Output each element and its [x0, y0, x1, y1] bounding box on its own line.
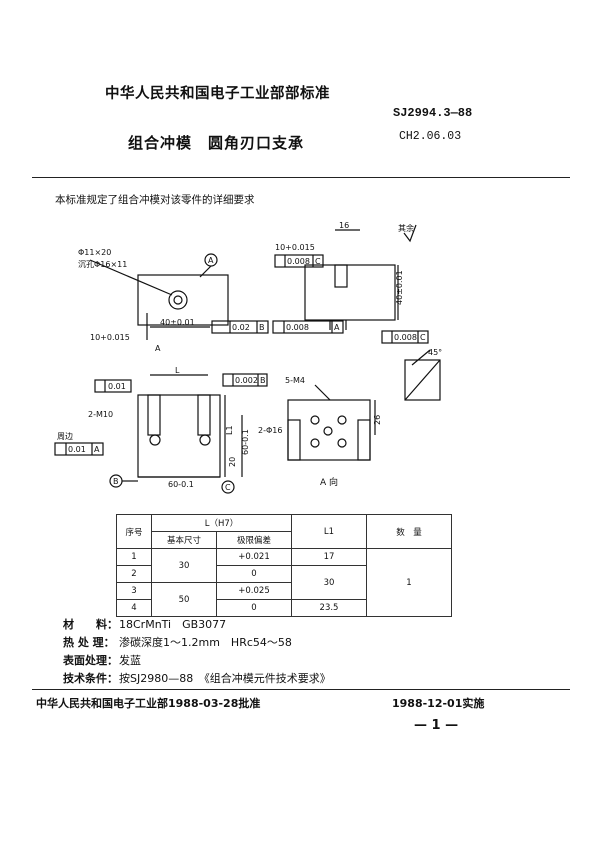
flat1-label: 0.008: [287, 257, 310, 266]
arrow-a-label: A: [155, 344, 161, 353]
m10-label: 2-M10: [88, 410, 113, 419]
flat2-value: 0.02: [232, 323, 250, 332]
spec-label: 热 处 理：: [63, 636, 115, 649]
spec-value: 渗碳深度1～1.2mm HRc54～58: [119, 636, 292, 649]
spec-material: 材 料：18CrMnTi GB3077: [63, 616, 226, 632]
dim-26-label: 26: [373, 415, 382, 425]
row-l1: 23.5: [291, 599, 367, 617]
col-header-l: L（H7）: [151, 514, 292, 532]
standard-number: SJ2994.3—88: [393, 106, 473, 120]
table-row: 4 0 23.5: [116, 599, 452, 617]
col-header-base: 基本尺寸: [151, 531, 217, 549]
table-row: 3 50 +0.025: [116, 582, 452, 617]
approval-text: 中华人民共和国电子工业部1988-03-28批准: [36, 697, 261, 710]
h20-label: 20: [228, 457, 237, 467]
top-view-block: [137, 274, 229, 326]
col-header-no: 序号: [116, 514, 152, 549]
table-row: 2 0 30: [116, 565, 452, 600]
row-tol: +0.021: [216, 548, 292, 566]
col-header-qty: 数 量: [366, 514, 452, 549]
datum-b-label: B: [113, 477, 119, 486]
h40-label: 40±0.01: [395, 270, 404, 305]
flat3-ref: A: [334, 323, 340, 332]
technical-drawing: Φ11×20 沉孔Φ16×11 A 其余 16 10+0.015 0.008 C…: [54, 221, 442, 494]
flat2-ref: B: [259, 323, 265, 332]
spec-label: 表面处理：: [63, 654, 118, 667]
m4-label: 5-M4: [285, 376, 305, 385]
perp-value: 0.002: [235, 376, 258, 385]
page-title: 组合冲模 圆角刃口支承: [128, 134, 305, 152]
spec-value: 18CrMnTi GB3077: [119, 618, 227, 631]
h40b-label: 40±0.01: [160, 318, 195, 327]
hole-label: Φ11×20: [78, 248, 111, 257]
row-qty: 1: [366, 548, 452, 617]
row-no: 3: [116, 582, 152, 600]
row-no: 4: [116, 599, 152, 617]
h60-label: 60-0.1: [241, 429, 250, 455]
org-standard-heading: 中华人民共和国电子工业部部标准: [105, 86, 330, 102]
l1-label: L1: [225, 425, 234, 435]
row-no: 1: [116, 548, 152, 566]
col-header-l1: L1: [291, 514, 367, 549]
col-header-tol: 极限偏差: [216, 531, 292, 549]
effective-date: 1988-12-01实施: [392, 697, 485, 710]
perp-bottom-label: 周边: [57, 431, 73, 441]
view-a-label: A 向: [320, 476, 338, 488]
counterbore-label: 沉孔Φ16×11: [78, 260, 127, 269]
flat1-ref: C: [315, 257, 321, 266]
row-base: 30: [151, 548, 217, 583]
dimension-table: 序号 L（H7） L1 数 量 基本尺寸 极限偏差 1 30 +0.021 17…: [116, 514, 452, 617]
row-base: 50: [151, 582, 217, 617]
roughness-label: 其余: [398, 223, 414, 233]
row-l1: 30: [291, 565, 367, 600]
row-l1: 17: [291, 548, 367, 566]
w60-label: 60-0.1: [168, 480, 194, 489]
dim-l-label: L: [175, 366, 180, 375]
dim-10b-label: 10+0.015: [90, 333, 130, 342]
datum-a-label: A: [208, 256, 214, 265]
dim-16b-label: 2-Φ16: [258, 426, 282, 435]
flat3-value: 0.008: [286, 323, 309, 332]
spec-label: 技术条件：: [63, 672, 118, 685]
spec-label: 材 料：: [63, 618, 118, 631]
table-row: 1 30 +0.021 17 1: [116, 548, 452, 617]
row-tol: 0: [216, 599, 292, 617]
perp-ref: B: [260, 376, 266, 385]
side-tol-value: 0.008: [394, 333, 417, 342]
row-tol: 0: [216, 565, 292, 583]
tol-10-label: 10+0.015: [275, 243, 315, 252]
datum-c-label: C: [225, 483, 231, 492]
spec-heat-treatment: 热 处 理： 渗碳深度1～1.2mm HRc54～58: [63, 634, 292, 650]
header-rule: [32, 177, 570, 178]
row-no: 2: [116, 565, 152, 583]
spec-technical: 技术条件：按SJ2980—88 《组合冲模元件技术要求》: [63, 670, 331, 686]
angle-45-label: 45°: [428, 348, 442, 357]
intro-text: 本标准规定了组合冲模对该零件的详细要求: [55, 194, 255, 206]
spec-value: 发蓝: [119, 654, 141, 667]
dim-16-label: 16: [339, 221, 349, 230]
footer-rule: [32, 689, 570, 690]
spec-value: 按SJ2980—88 《组合冲模元件技术要求》: [119, 672, 331, 685]
perp-bottom-ref: A: [94, 445, 100, 454]
page-number: — 1 —: [414, 718, 459, 733]
spec-surface: 表面处理：发蓝: [63, 652, 141, 668]
row-tol: +0.025: [216, 582, 292, 600]
standard-code: CH2.06.03: [399, 130, 462, 143]
perp-bottom-value: 0.01: [68, 445, 86, 454]
parallel-value: 0.01: [108, 382, 126, 391]
side-tol-ref: C: [420, 333, 426, 342]
